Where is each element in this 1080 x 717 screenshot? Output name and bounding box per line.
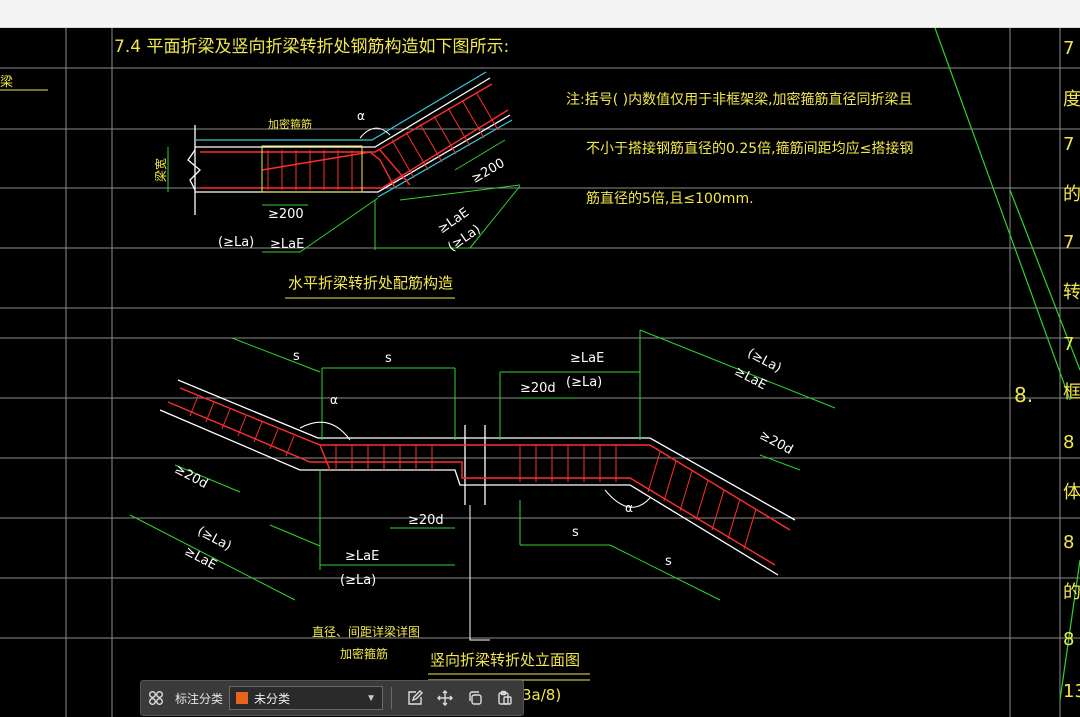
- note-line-2: 不小于搭接钢筋直径的0.25倍,箍筋间距均应≤搭接钢: [586, 140, 913, 157]
- svg-text:8: 8: [1063, 432, 1074, 453]
- plan-lae: ≥LaE: [270, 237, 304, 252]
- move-icon[interactable]: [430, 683, 460, 713]
- plan-beam-detail: 梁宽 加密箍筋 α ≥200 ≥200 (≥La) ≥LaE ≥LaE (≥La…: [153, 71, 521, 255]
- table-grid: [0, 28, 1080, 717]
- svg-text:度: 度: [1063, 89, 1080, 110]
- grid-icon[interactable]: [141, 680, 171, 716]
- plan-caption: 水平折梁转折处配筋构造: [288, 274, 453, 292]
- edit-icon[interactable]: [400, 683, 430, 713]
- bottom-partial-text: 3a/8): [522, 686, 561, 704]
- svg-text:8: 8: [1063, 629, 1074, 650]
- toolbar-divider: [391, 687, 393, 709]
- category-value: 未分类: [254, 691, 291, 706]
- elev-s-3: s: [572, 525, 579, 540]
- elev-s-4: s: [665, 554, 672, 569]
- left-edge-text: 梁: [0, 75, 13, 90]
- annotation-toolbar: 标注分类 未分类 ▼: [140, 680, 524, 716]
- svg-text:7: 7: [1063, 334, 1074, 355]
- svg-text:的: 的: [1063, 184, 1080, 205]
- note-line-1: 注:括号( )内数值仅用于非框架梁,加密箍筋直径同折梁且: [566, 91, 913, 108]
- elevation-beam-detail: s s ≥LaE (≥La) ≥20d (≥La) ≥LaE ≥20d α α …: [129, 329, 836, 661]
- svg-text:8: 8: [1063, 532, 1074, 553]
- elev-angle-right: α: [625, 501, 633, 515]
- elev-note-dense: 加密箍筋: [340, 646, 388, 661]
- elev-note-diameter: 直径、间距详梁详图: [312, 624, 420, 639]
- elev-s-2: s: [385, 351, 392, 366]
- elev-lae-left: ≥LaE: [182, 544, 219, 573]
- plan-dim-200-right: ≥200: [469, 156, 507, 187]
- right-section-number: 8.: [1014, 383, 1033, 407]
- cad-drawing-canvas[interactable]: 梁 7.4 平面折梁及竖向折梁转折处钢筋构造如下图所示: 注:括号( )内数值仅…: [0, 28, 1080, 717]
- elevation-caption: 竖向折梁转折处立面图: [430, 651, 580, 669]
- svg-text:13: 13: [1063, 681, 1080, 702]
- toolbar-label: 标注分类: [175, 691, 224, 706]
- elev-la-top: (≥La): [566, 375, 602, 390]
- category-dropdown[interactable]: 未分类 ▼: [229, 686, 384, 710]
- elev-s-1: s: [293, 349, 300, 364]
- plan-dim-200-bottom: ≥200: [268, 207, 304, 222]
- plan-la-paren: (≥La): [218, 235, 254, 250]
- svg-text:体: 体: [1063, 482, 1080, 503]
- category-color-swatch: [236, 692, 249, 704]
- elev-la-mid: (≥La): [340, 573, 376, 588]
- elev-20d-mid: ≥20d: [408, 513, 444, 528]
- svg-text:7: 7: [1063, 38, 1074, 59]
- elev-lae-mid: ≥LaE: [345, 549, 379, 564]
- svg-text:转: 转: [1063, 282, 1080, 303]
- chevron-down-icon: ▼: [366, 692, 377, 704]
- elev-20d-top: ≥20d: [520, 381, 556, 396]
- elev-angle-left: α: [330, 393, 338, 407]
- svg-text:7: 7: [1063, 232, 1074, 253]
- window-top-bar: [0, 0, 1080, 28]
- svg-text:7: 7: [1063, 134, 1074, 155]
- diagonal-guide: [934, 28, 1080, 701]
- right-column-text: 7 度 7 的 7 转 7 框 8 体 8 的 8 13: [1063, 38, 1080, 702]
- plan-angle-label: α: [357, 109, 365, 123]
- svg-text:框: 框: [1063, 382, 1080, 403]
- copy-icon[interactable]: [460, 683, 490, 713]
- elev-20d-tr: ≥20d: [757, 428, 796, 458]
- plan-dense-stirrup-label: 加密箍筋: [268, 117, 312, 131]
- svg-text:的: 的: [1063, 582, 1080, 603]
- plan-beam-width: 梁宽: [153, 158, 168, 182]
- elev-lae-top: ≥LaE: [570, 351, 604, 366]
- section-title: 7.4 平面折梁及竖向折梁转折处钢筋构造如下图所示:: [114, 37, 509, 57]
- note-line-3: 筋直径的5倍,且≤100mm.: [586, 190, 754, 207]
- elev-20d-left: ≥20d: [172, 462, 211, 492]
- paste-icon[interactable]: [490, 683, 520, 713]
